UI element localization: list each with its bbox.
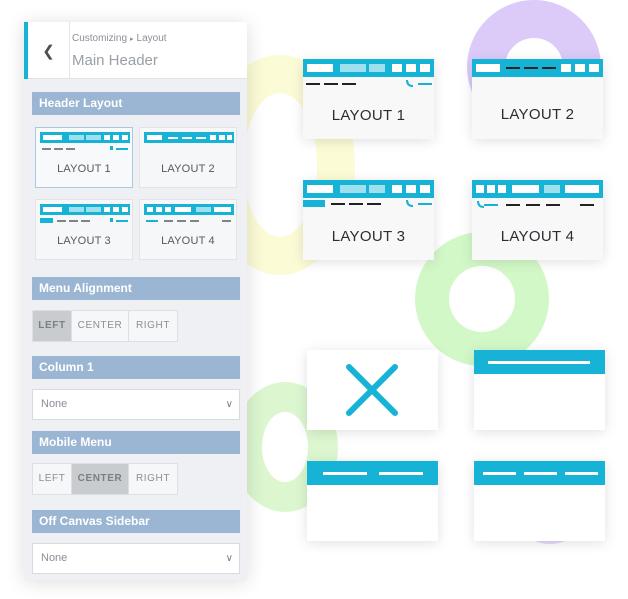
layout-option-1[interactable]: LAYOUT 1	[35, 127, 133, 188]
panel-title: Main Header	[72, 52, 158, 69]
layout-thumbnail-icon	[40, 204, 130, 223]
menu-alignment-control: LEFT CENTER RIGHT	[32, 310, 178, 342]
chevron-down-icon: ∨	[225, 399, 233, 410]
layout-thumbnail-icon	[144, 204, 234, 222]
preview-layout-1: LAYOUT 1	[303, 59, 434, 139]
chevron-down-icon: ∨	[225, 553, 233, 564]
preview-layout-2: LAYOUT 2	[472, 59, 603, 139]
header-layout-preview-icon	[303, 59, 434, 87]
preview-layout-label: LAYOUT 2	[500, 106, 575, 123]
header-layout-preview-icon	[303, 180, 434, 207]
column-1-select-value: None	[41, 398, 68, 410]
off-canvas-sidebar-select[interactable]: None ∨	[32, 543, 240, 574]
chevron-left-icon: ❮	[42, 42, 55, 60]
preview-layout-label: LAYOUT 4	[500, 228, 575, 245]
breadcrumb-root: Customizing	[72, 33, 128, 44]
section-header-layout: Header Layout	[32, 92, 240, 115]
column-1-select[interactable]: None ∨	[32, 389, 240, 420]
back-button[interactable]: ❮	[28, 22, 70, 79]
header-bar-preview-icon	[474, 350, 605, 374]
off-canvas-select-value: None	[41, 552, 68, 564]
layout-option-4[interactable]: LAYOUT 4	[139, 199, 237, 260]
layout-option-label: LAYOUT 3	[57, 235, 111, 247]
breadcrumb: Customizing▸Layout	[72, 33, 167, 44]
section-column-1: Column 1	[32, 356, 240, 379]
layout-option-label: LAYOUT 1	[57, 163, 111, 175]
menu-alignment-center-button[interactable]: CENTER	[72, 311, 129, 341]
panel-header: ❮ Customizing▸Layout Main Header	[24, 22, 247, 79]
menu-alignment-right-button[interactable]: RIGHT	[135, 320, 171, 331]
layout-thumbnail-icon	[40, 132, 130, 150]
mobile-menu-control: LEFT CENTER RIGHT	[32, 463, 178, 495]
section-off-canvas-sidebar: Off Canvas Sidebar	[32, 510, 240, 533]
header-layout-preview-icon	[472, 180, 603, 208]
layout-option-2[interactable]: LAYOUT 2	[139, 127, 237, 188]
menu-alignment-left-button[interactable]: LEFT	[33, 311, 72, 341]
layout-thumbnail-icon	[144, 132, 234, 143]
section-mobile-menu: Mobile Menu	[32, 431, 240, 454]
preview-layout-4: LAYOUT 4	[472, 180, 603, 260]
header-bar-preview-icon	[307, 461, 438, 485]
preview-three-column-bar	[474, 461, 605, 541]
breadcrumb-current: Layout	[136, 33, 167, 44]
preview-layout-label: LAYOUT 3	[331, 228, 406, 245]
accent-bar	[24, 22, 28, 79]
preview-two-column-bar	[307, 461, 438, 541]
customizer-panel: ❮ Customizing▸Layout Main Header Header …	[24, 22, 247, 580]
close-icon	[346, 364, 398, 416]
header-layout-preview-icon	[472, 59, 603, 77]
preview-full-width-bar	[474, 350, 605, 430]
preview-layout-label: LAYOUT 1	[331, 107, 406, 124]
mobile-menu-center-button[interactable]: CENTER	[72, 464, 129, 494]
preview-layout-3: LAYOUT 3	[303, 180, 434, 260]
section-menu-alignment: Menu Alignment	[32, 277, 240, 300]
layout-option-label: LAYOUT 4	[161, 235, 215, 247]
preview-none	[307, 350, 438, 430]
mobile-menu-left-button[interactable]: LEFT	[33, 464, 72, 494]
mobile-menu-right-button[interactable]: RIGHT	[135, 473, 171, 484]
breadcrumb-separator-icon: ▸	[130, 36, 134, 43]
layout-option-label: LAYOUT 2	[161, 163, 215, 175]
header-bar-preview-icon	[474, 461, 605, 485]
layout-option-3[interactable]: LAYOUT 3	[35, 199, 133, 260]
